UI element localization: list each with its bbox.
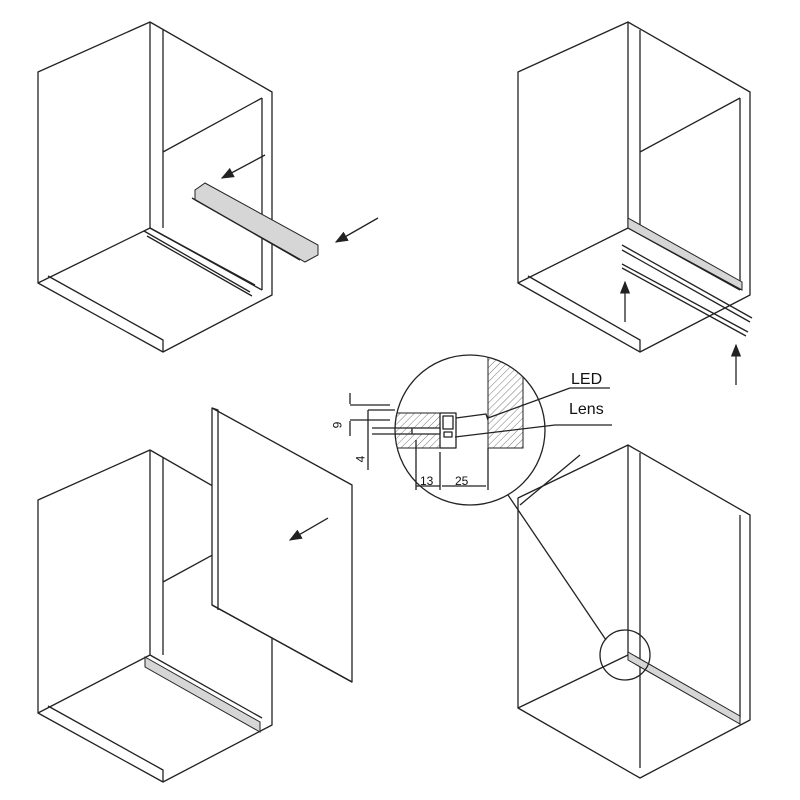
dimension-depth: 25 [455,474,469,488]
arrow-icon [220,154,266,179]
detail-marker-circle [599,629,651,681]
cabinet-step-3 [37,407,353,783]
callout-lens: Lens [569,401,604,418]
dimension-height-lower: 4 [353,455,368,463]
callout-led: LED [571,371,603,388]
cabinet-step-4 [507,444,751,779]
arrow-icon [288,517,329,541]
dimension-offset: 13 [420,474,434,488]
dimension-height-upper: 9 [330,421,345,429]
cabinet-step-2 [517,21,753,385]
cabinet-step-1 [37,21,379,353]
arrow-icon [334,217,379,243]
detail-view [349,354,612,506]
